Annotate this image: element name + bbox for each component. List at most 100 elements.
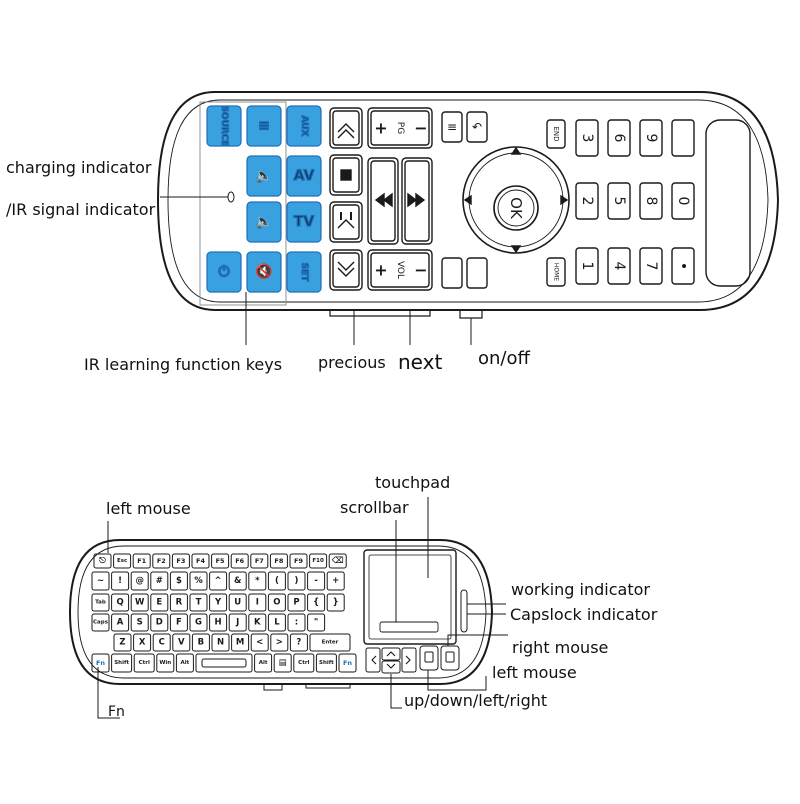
kb-key-r1-6[interactable] <box>209 571 228 591</box>
kb-key-r0-10[interactable] <box>289 553 308 569</box>
blue-key-mute-b[interactable]: 🔈 <box>246 201 282 243</box>
kb-key-label: Caps <box>93 620 109 626</box>
kb-key-label: J <box>235 618 239 628</box>
kb-key-r3-0[interactable] <box>91 613 110 632</box>
kb-key-r0-1[interactable] <box>113 553 132 569</box>
blue-key-source[interactable]: SOURCE <box>206 105 242 147</box>
kb-key-r5-3[interactable] <box>156 653 175 673</box>
blue-key-mute-a[interactable]: 🔈 <box>246 155 282 197</box>
kb-key-r2-8[interactable] <box>248 593 267 612</box>
label-scrollbar: scrollbar <box>340 498 409 517</box>
kb-key-r0-6[interactable] <box>211 553 230 569</box>
kb-key-r1-3[interactable] <box>150 571 169 591</box>
kb-key-r1-0[interactable] <box>91 571 110 591</box>
kb-key-r1-2[interactable] <box>130 571 149 591</box>
kb-key-r5-7[interactable] <box>273 653 292 673</box>
kb-key-r2-7[interactable] <box>228 593 247 612</box>
kb-key-r3-1[interactable] <box>111 613 130 632</box>
kb-key-r1-5[interactable] <box>189 571 208 591</box>
kb-key-r0-12[interactable] <box>328 553 347 569</box>
label-working-indicator: working indicator <box>511 580 650 599</box>
kb-key-r4-2[interactable] <box>152 633 171 652</box>
blue-key-set[interactable]: SET <box>286 251 322 293</box>
kb-key-r4-1[interactable] <box>133 633 152 652</box>
kb-key-r0-4[interactable] <box>171 553 190 569</box>
kb-key-r2-10[interactable] <box>287 593 306 612</box>
keyboard-body <box>68 539 494 691</box>
kb-key-r0-2[interactable] <box>132 553 151 569</box>
kb-key-r5-0[interactable] <box>91 653 110 673</box>
label-next: next <box>398 350 443 374</box>
kb-key-r1-7[interactable] <box>228 571 247 591</box>
kb-key-r2-6[interactable] <box>209 593 228 612</box>
kb-key-label: L <box>274 618 280 628</box>
kb-key-r3-3[interactable] <box>150 613 169 632</box>
remote-leader-lines <box>160 196 472 345</box>
kb-key-r1-10[interactable] <box>287 571 306 591</box>
kb-key-r2-2[interactable] <box>130 593 149 612</box>
kb-key-r2-1[interactable] <box>111 593 130 612</box>
kb-key-r3-7[interactable] <box>228 613 247 632</box>
kb-key-r1-9[interactable] <box>267 571 286 591</box>
kb-key-r3-10[interactable] <box>287 613 306 632</box>
kb-key-r3-8[interactable] <box>248 613 267 632</box>
home-key-shape <box>546 257 566 287</box>
kb-key-r2-3[interactable] <box>150 593 169 612</box>
kb-key-r5-6[interactable] <box>254 653 273 673</box>
kb-key-r0-0[interactable] <box>93 553 112 569</box>
kb-key-r0-11[interactable] <box>309 553 328 569</box>
blue-key-mute-c[interactable]: 🔇 <box>246 251 282 293</box>
kb-key-r0-8[interactable] <box>250 553 269 569</box>
kb-key-r4-9[interactable] <box>289 633 308 652</box>
kb-key-r2-0[interactable] <box>91 593 110 612</box>
mouse-arrow-keys <box>365 645 460 674</box>
blue-key-power[interactable]: ⏻ <box>206 251 242 293</box>
blue-key-aux[interactable]: AUX <box>286 105 322 147</box>
kb-key-label: O <box>273 598 280 608</box>
kb-key-r3-9[interactable] <box>267 613 286 632</box>
kb-key-r2-9[interactable] <box>267 593 286 612</box>
blue-key-menu-1[interactable]: ≡ <box>246 105 282 147</box>
kb-key-r2-11[interactable] <box>307 593 326 612</box>
kb-key-r3-6[interactable] <box>209 613 228 632</box>
kb-key-label: : <box>295 618 298 628</box>
kb-key-r2-5[interactable] <box>189 593 208 612</box>
kb-key-r1-12[interactable] <box>326 571 345 591</box>
kb-key-r4-3[interactable] <box>172 633 191 652</box>
kb-key-r4-8[interactable] <box>270 633 289 652</box>
kb-key-label: Alt <box>259 660 268 666</box>
blue-key-tv[interactable]: TV <box>286 201 322 243</box>
blue-key-av[interactable]: AV <box>286 155 322 197</box>
kb-key-r5-1[interactable] <box>111 653 133 673</box>
kb-key-r4-0[interactable] <box>113 633 132 652</box>
kb-key-r4-7[interactable] <box>250 633 269 652</box>
kb-key-label: ^ <box>215 576 222 586</box>
kb-key-r2-4[interactable] <box>169 593 188 612</box>
kb-key-r3-4[interactable] <box>169 613 188 632</box>
kb-key-r0-7[interactable] <box>230 553 249 569</box>
kb-key-r3-2[interactable] <box>130 613 149 632</box>
pg-plus: + <box>374 119 387 138</box>
kb-key-r5-8[interactable] <box>293 653 315 673</box>
kb-key-r5-10[interactable] <box>338 653 357 673</box>
kb-key-r0-3[interactable] <box>152 553 171 569</box>
kb-key-r5-2[interactable] <box>133 653 155 673</box>
kb-key-r4-6[interactable] <box>231 633 250 652</box>
kb-key-r2-12[interactable] <box>326 593 345 612</box>
kb-key-space[interactable] <box>195 653 253 673</box>
kb-key-r4-10[interactable] <box>309 633 351 652</box>
kb-key-label: M <box>236 638 244 648</box>
kb-key-r0-5[interactable] <box>191 553 210 569</box>
kb-key-r1-11[interactable] <box>307 571 326 591</box>
kb-key-r4-4[interactable] <box>191 633 210 652</box>
kb-key-label: F7 <box>255 557 264 565</box>
kb-key-r1-1[interactable] <box>111 571 130 591</box>
kb-key-r5-9[interactable] <box>315 653 337 673</box>
kb-key-r5-4[interactable] <box>175 653 194 673</box>
kb-key-r4-5[interactable] <box>211 633 230 652</box>
kb-key-r3-5[interactable] <box>189 613 208 632</box>
kb-key-r1-8[interactable] <box>248 571 267 591</box>
kb-key-r3-11[interactable] <box>307 613 326 632</box>
kb-key-r0-9[interactable] <box>269 553 288 569</box>
kb-key-r1-4[interactable] <box>169 571 188 591</box>
